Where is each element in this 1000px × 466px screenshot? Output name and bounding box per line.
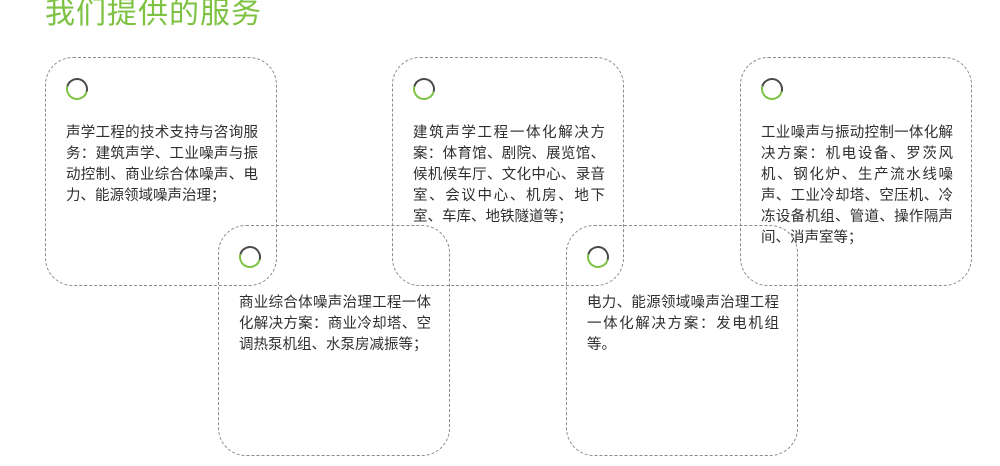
service-card-commercial-complex: 商业综合体噪声治理工程一体化解决方案：商业冷却塔、空调热泵机组、水泵房减振等； bbox=[218, 225, 450, 456]
ring-icon bbox=[234, 241, 266, 273]
service-card-acoustic-consulting: 声学工程的技术支持与咨询服务：建筑声学、工业噪声与振动控制、商业综合体噪声、电力… bbox=[45, 57, 277, 286]
service-card-power-energy: 电力、能源领域噪声治理工程一体化解决方案：发电机组等。 bbox=[566, 225, 798, 456]
service-card-text: 声学工程的技术支持与咨询服务：建筑声学、工业噪声与振动控制、商业综合体噪声、电力… bbox=[66, 125, 258, 204]
ring-icon bbox=[408, 73, 440, 105]
ring-icon bbox=[61, 73, 93, 105]
service-card-text: 商业综合体噪声治理工程一体化解决方案：商业冷却塔、空调热泵机组、水泵房减振等； bbox=[239, 295, 431, 353]
page-title: 我们提供的服务 bbox=[45, 0, 262, 31]
service-card-text: 电力、能源领域噪声治理工程一体化解决方案：发电机组等。 bbox=[587, 295, 779, 353]
ring-icon bbox=[756, 73, 788, 105]
service-card-text: 建筑声学工程一体化解决方案：体育馆、剧院、展览馆、候机候车厅、文化中心、录音室、… bbox=[413, 125, 605, 225]
service-card-industrial-noise: 工业噪声与振动控制一体化解决方案：机电设备、罗茨风机、钢化炉、生产流水线噪声、工… bbox=[740, 57, 972, 286]
service-card-text: 工业噪声与振动控制一体化解决方案：机电设备、罗茨风机、钢化炉、生产流水线噪声、工… bbox=[761, 125, 953, 246]
service-card-architectural-acoustics: 建筑声学工程一体化解决方案：体育馆、剧院、展览馆、候机候车厅、文化中心、录音室、… bbox=[392, 57, 624, 286]
ring-icon bbox=[582, 241, 614, 273]
